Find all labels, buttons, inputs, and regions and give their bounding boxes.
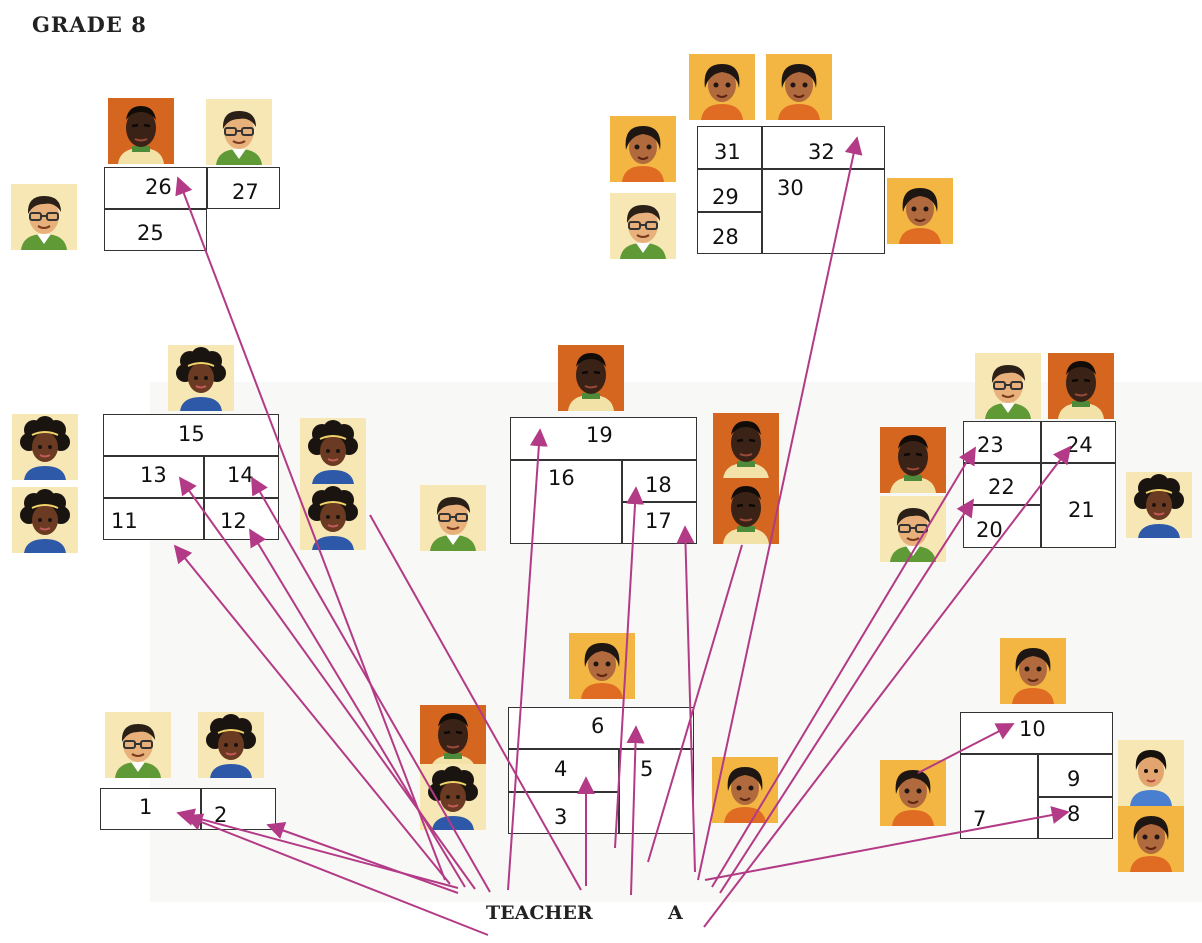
desk-15: 15 <box>103 414 279 456</box>
arrow-to-desk-8 <box>704 806 1070 881</box>
page-title: GRADE 8 <box>32 12 147 37</box>
arrow-to-desk-19 <box>507 428 548 891</box>
desk-20: 20 <box>963 505 1041 548</box>
arrow-to-desk-2 <box>266 821 459 894</box>
desk-19: 19 <box>510 417 697 460</box>
desk-31: 31 <box>697 126 762 169</box>
desk-11: 11 <box>103 498 204 540</box>
arrow-to-desk-23 <box>711 446 976 888</box>
desk-22: 22 <box>963 463 1041 505</box>
desk-28: 28 <box>697 212 762 254</box>
arrow-to-desk-18 <box>614 486 645 849</box>
desk-24: 24 <box>1041 421 1116 463</box>
desk-10: 10 <box>960 712 1113 754</box>
desk-25: 25 <box>104 209 207 251</box>
arrow-from-desk-5 <box>647 544 743 863</box>
teacher-label: TEACHER <box>486 902 593 924</box>
desk-32: 32 <box>762 126 885 169</box>
arrow-to-desk-11 <box>173 544 451 885</box>
arrow-to-desk-26 <box>175 176 446 881</box>
desk-23: 23 <box>963 421 1041 463</box>
arrow-to-desk-22 <box>719 498 974 894</box>
desk-9: 9 <box>1038 754 1113 797</box>
desk-4: 4 <box>508 749 619 792</box>
desk-6: 6 <box>508 707 694 749</box>
desk-18: 18 <box>622 460 697 502</box>
arrow-to-desk-12 <box>249 528 466 888</box>
arrow-to-desk-1 <box>176 808 459 889</box>
desk-27: 27 <box>207 167 280 209</box>
desk-16: 16 <box>510 460 622 544</box>
arrow-to-desk-17 <box>676 525 696 873</box>
arrow-to-desk-13 <box>178 476 476 890</box>
arrow-to-desk-24 <box>703 445 1072 928</box>
arrow-to-desk-1b <box>184 813 489 936</box>
arrow-to-desk-10 <box>917 723 1015 774</box>
arrow-to-desk-6 <box>626 725 645 896</box>
arrow-to-desk-32 <box>697 136 863 881</box>
desk-30: 30 <box>762 169 885 254</box>
desk-21: 21 <box>1041 463 1116 548</box>
desk-29: 29 <box>697 169 762 212</box>
desk-3: 3 <box>508 792 619 834</box>
arrow-from-curly-girl <box>369 514 582 891</box>
teacher-letter: A <box>668 902 683 924</box>
